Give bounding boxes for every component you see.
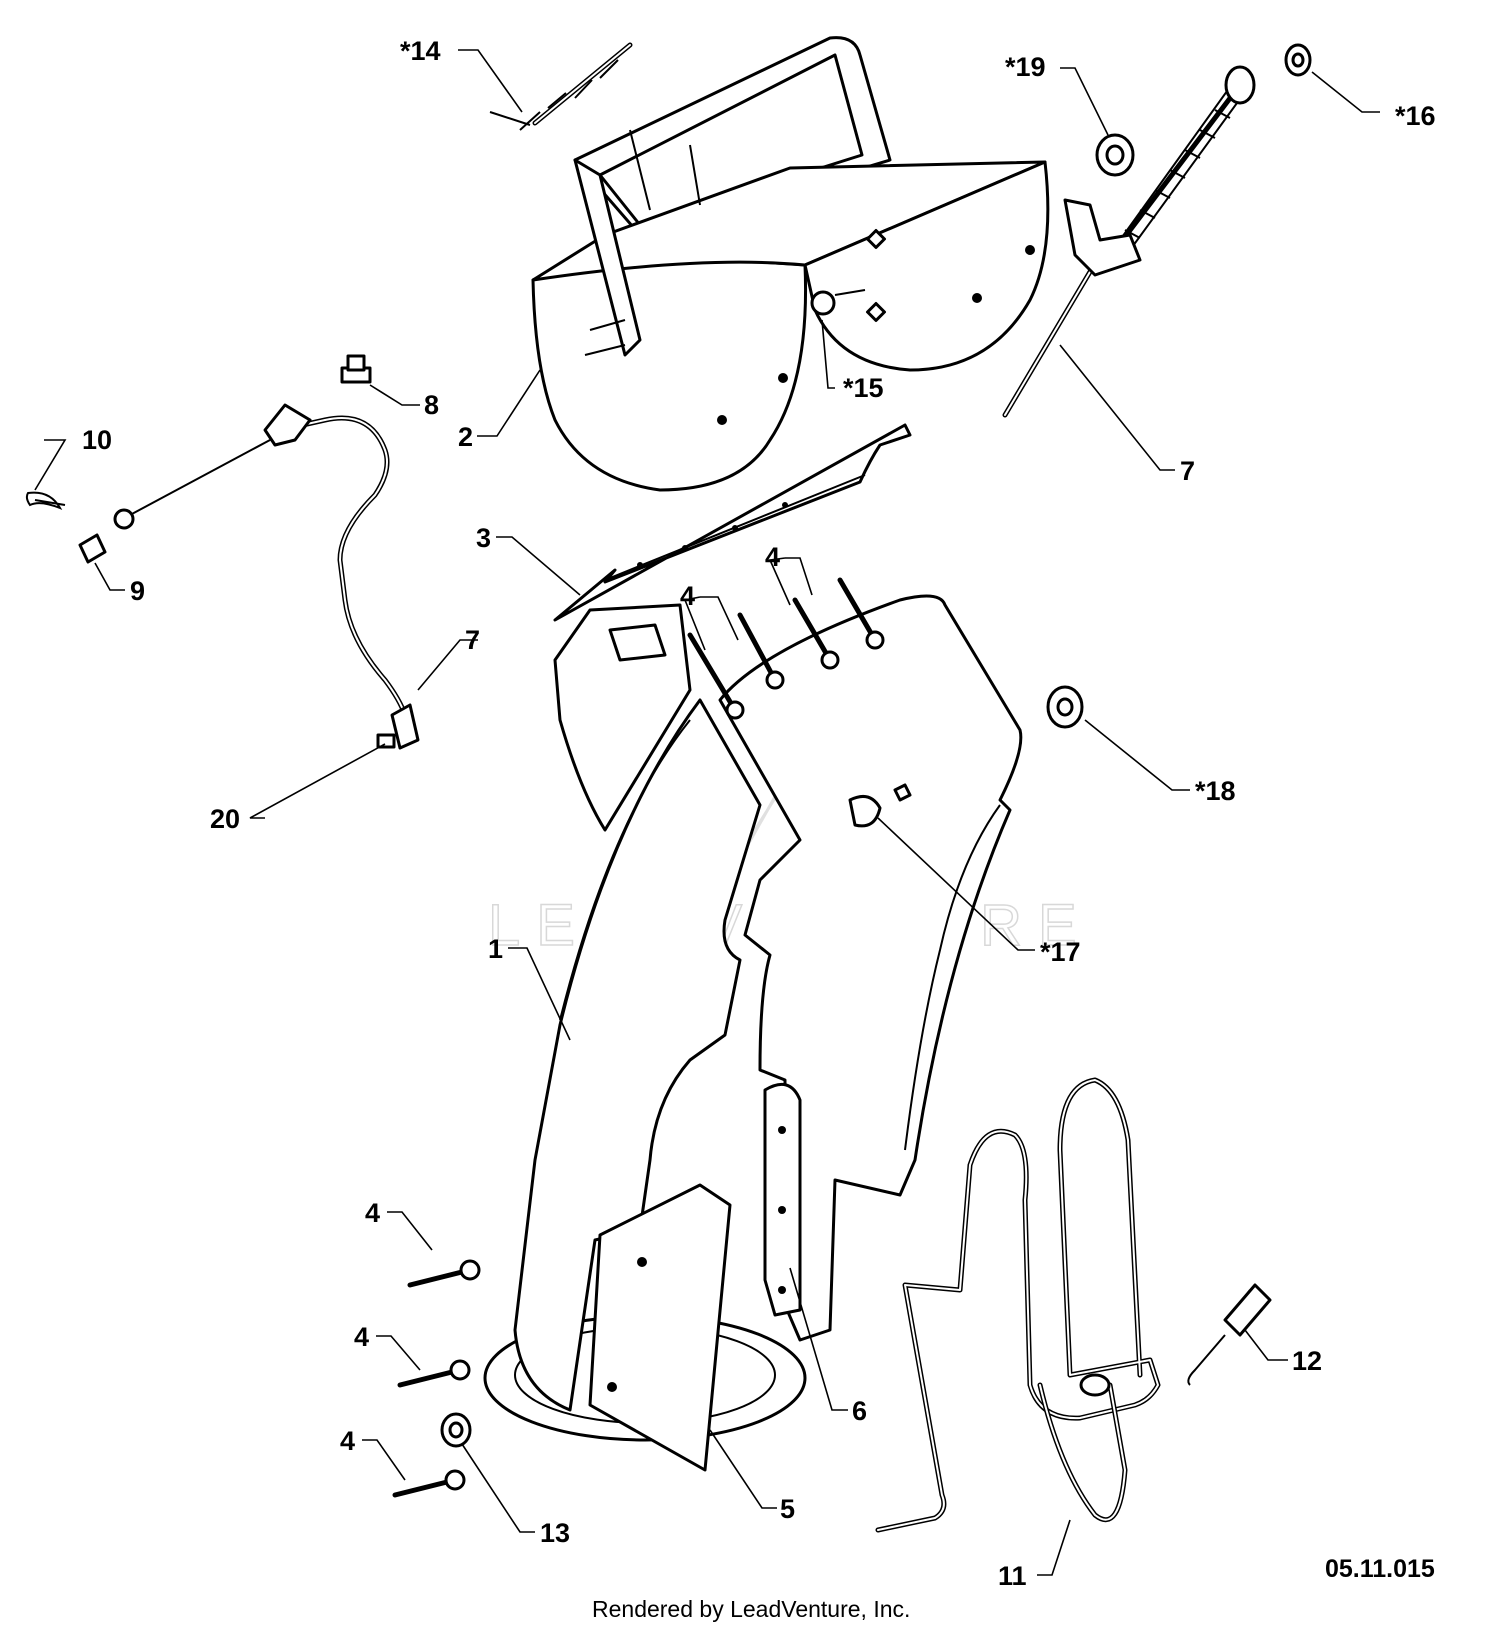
- nut-part-13: [440, 1412, 472, 1448]
- callout-7-lower: 7: [465, 625, 480, 655]
- screw-part-8: [340, 354, 372, 384]
- nut-part-16: [1284, 43, 1312, 77]
- callout-4-lower-3: 4: [340, 1426, 355, 1456]
- callout-18: *18: [1195, 776, 1236, 806]
- callout-9: 9: [130, 576, 145, 606]
- callout-14: *14: [400, 36, 441, 66]
- spring-part-14: [489, 42, 633, 131]
- callout-4-lower-2: 4: [354, 1322, 369, 1352]
- control-rod-upper: [1002, 65, 1256, 418]
- deflector-hood: [531, 36, 1050, 492]
- callout-16: *16: [1395, 101, 1436, 131]
- callout-12: 12: [1292, 1346, 1322, 1376]
- bushing-part-9: [78, 533, 107, 564]
- bushing-part-19: [1095, 133, 1135, 177]
- callout-11: 11: [998, 1561, 1027, 1591]
- callout-19: *19: [1005, 52, 1046, 82]
- rod-part-11: [875, 1077, 1161, 1533]
- callout-1: 1: [488, 934, 503, 964]
- nut-part-18: [1046, 685, 1084, 729]
- callout-8: 8: [424, 390, 439, 420]
- callout-7-upper: 7: [1180, 456, 1195, 486]
- control-cable-lower: [113, 403, 420, 750]
- callout-17: *17: [1040, 937, 1081, 967]
- callout-4-lower-1: 4: [365, 1198, 380, 1228]
- callout-10: 10: [82, 425, 112, 455]
- callout-6: 6: [852, 1396, 867, 1426]
- callout-2: 2: [458, 422, 473, 452]
- deflector-strip: [553, 423, 912, 622]
- callout-labels: *14 *19 *16 8 *15 2 7 10 9 3 4 4 7 *18 2…: [82, 36, 1436, 1591]
- callout-4-upper-right: 4: [765, 542, 780, 572]
- diagram-code: 05.11.015: [1325, 1555, 1435, 1583]
- callout-15: *15: [843, 373, 884, 403]
- rivets-upper: [687, 577, 885, 720]
- spring-part-12: [1187, 1283, 1272, 1386]
- callout-4-upper-left: 4: [680, 581, 695, 611]
- callout-13: 13: [540, 1518, 570, 1548]
- clamp-part-20: [376, 733, 396, 749]
- strip-part-6: [763, 1082, 802, 1317]
- callout-5: 5: [780, 1494, 795, 1524]
- callout-20: 20: [210, 804, 240, 834]
- clip-part-10: [25, 491, 66, 510]
- discharge-chute: [483, 594, 1023, 1442]
- rivets-lower: [392, 1259, 481, 1498]
- leader-lines: [34, 49, 1380, 1576]
- plate-part-5: [588, 1183, 732, 1472]
- render-credit: Rendered by LeadVenture, Inc.: [592, 1596, 910, 1622]
- callout-3: 3: [476, 523, 491, 553]
